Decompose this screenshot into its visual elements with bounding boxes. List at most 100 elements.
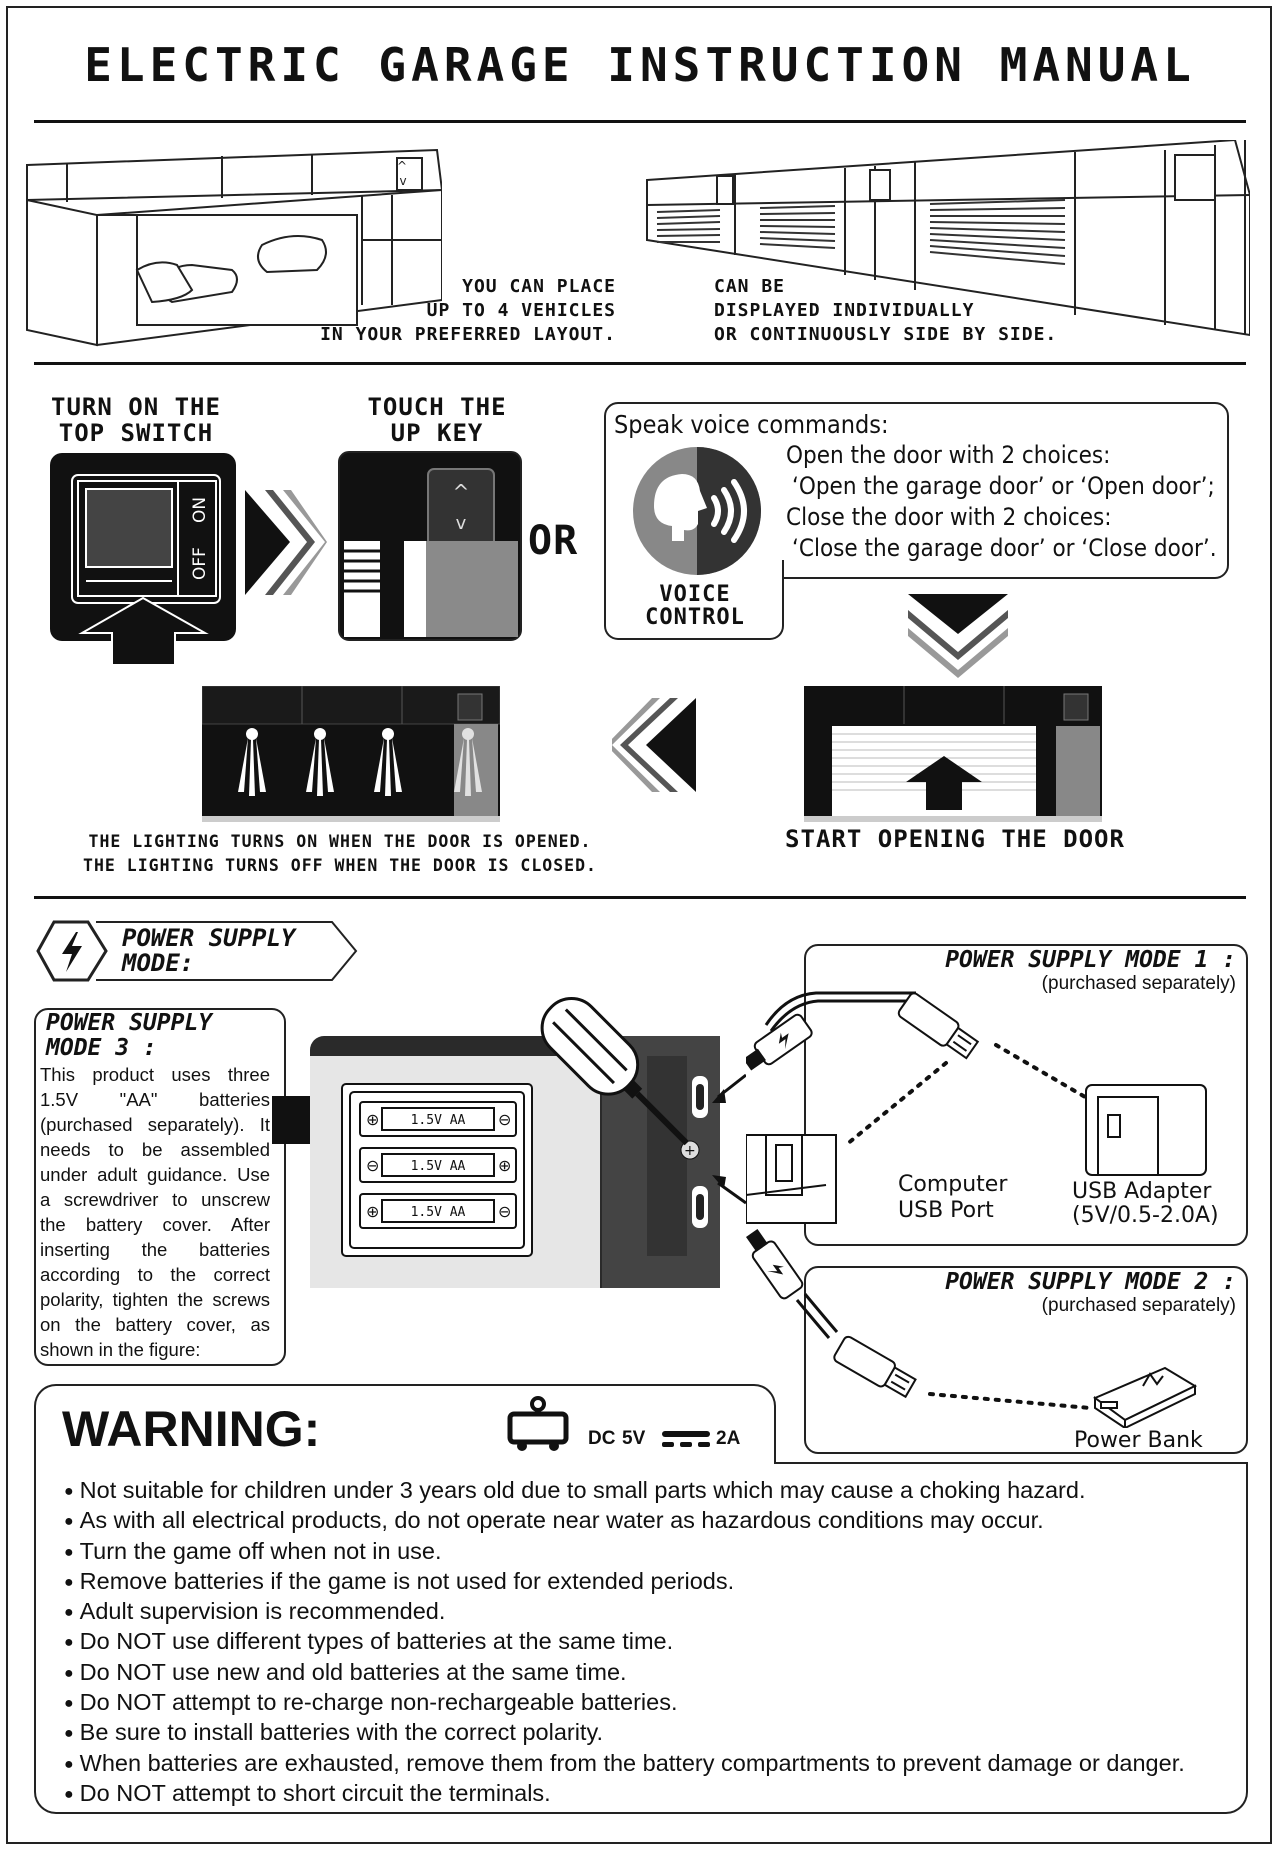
power-supply-header-badge [36,920,358,982]
power-supply-header: POWER SUPPLY MODE: [122,926,295,976]
up-arrow-icon [906,756,982,810]
divider-steps [34,362,1246,365]
mode3-box [34,1008,286,1366]
header-line: POWER SUPPLY [122,924,296,952]
page-title: ELECTRIC GARAGE INSTRUCTION MANUAL [84,38,1196,92]
mode3-instructions: This product uses three 1.5V "AA" batter… [40,1064,270,1360]
dc-power-icon [507,1396,569,1451]
intro-left-caption: YOU CAN PLACE UP TO 4 VEHICLES IN YOUR P… [240,275,616,347]
warning-title: WARNING: [62,1401,321,1457]
svg-text:⊕: ⊕ [366,1110,379,1129]
voice-line: Close the door with 2 choices: [786,503,1112,531]
warning-item: As with all electrical products, do not … [64,1505,1244,1535]
mode1-subtitle: (purchased separately) [1041,973,1236,994]
voice-line: ‘Open the garage door’ or ‘Open door’; [792,472,1215,500]
title-line: UP KEY [390,419,484,447]
warning-item: Turn the game off when not in use. [64,1536,1244,1566]
svg-text:v: v [456,513,467,534]
badge-line: VOICE [659,582,731,607]
svg-text:⊖: ⊖ [498,1202,511,1221]
svg-text:⊕: ⊕ [366,1202,379,1221]
svg-text:+: + [684,1143,696,1159]
warning-box-top-edge [774,1462,1248,1464]
single-garage-illustration: ^ v [26,148,442,347]
svg-text:⊕: ⊕ [498,1156,511,1175]
lightning-icon [767,1264,784,1275]
caption-line: UP TO 4 VEHICLES [426,300,616,321]
intro-right-caption: CAN BE DISPLAYED INDIVIDUALLY OR CONTINU… [714,275,1234,347]
divider-top [34,120,1246,123]
mode3-title: POWER SUPPLY MODE 3 : [46,1011,212,1061]
label-line: Computer [898,1172,1008,1197]
title-line: TURN ON THE [51,393,221,421]
title-line: TOP SWITCH [58,419,214,447]
divider-power [34,896,1246,899]
mode1-illustration [746,991,1207,1224]
dc-symbol-icon [662,1431,710,1447]
top-switch-illustration: OFF ON [50,453,236,665]
connection-arrows [712,1073,746,1205]
warning-item: Do NOT use new and old batteries at the … [64,1657,1244,1687]
svg-text:⊖: ⊖ [498,1110,511,1129]
lighting-caption: THE LIGHTING TURNS ON WHEN THE DOOR IS O… [40,830,640,878]
caption-line: THE LIGHTING TURNS ON WHEN THE DOOR IS O… [88,832,592,851]
mode2-illustration [745,1229,1198,1428]
title-line: MODE 3 : [46,1035,157,1061]
badge-line: CONTROL [645,605,745,630]
switch-step-title: TURN ON THE TOP SWITCH [34,394,238,446]
lightning-icon [62,932,82,972]
battery-compartment-illustration: 1.5V AA 1.5V AA 1.5V AA ⊕ ⊖ ⊖ ⊕ ⊕ ⊖ + [272,1036,720,1288]
switch-on-label: ON [190,497,210,523]
caption-line: CAN BE [714,276,786,297]
computer-usb-label: Computer USB Port [898,1172,1007,1224]
label-line: (5V/0.5-2.0A) [1072,1203,1219,1228]
label-line: USB Adapter [1072,1179,1212,1204]
svg-text:⊖: ⊖ [366,1156,379,1175]
mode1-title: POWER SUPPLY MODE 1 : [945,947,1236,973]
warning-item: Adult supervision is recommended. [64,1596,1244,1626]
caption-line: IN YOUR PREFERRED LAYOUT. [320,324,616,345]
svg-text:^: ^ [397,159,407,173]
lightning-icon [778,1032,789,1050]
chevron-left-icon [612,698,696,792]
battery-label: 1.5V AA [411,1159,466,1174]
amperage-label: 2A [716,1428,741,1449]
up-key-illustration: ^ v [338,451,522,641]
label-line: USB Port [898,1198,994,1223]
mode2-subtitle: (purchased separately) [1041,1295,1236,1316]
svg-text:v: v [399,174,406,188]
power-bank-label: Power Bank [1074,1428,1203,1453]
warning-item: Do NOT use different types of batteries … [64,1626,1244,1656]
voice-control-badge: VOICE CONTROL [612,583,778,629]
header-line: MODE: [122,949,195,977]
dc-label: DC [588,1428,616,1449]
caption-line: DISPLAYED INDIVIDUALLY [714,300,975,321]
battery-label: 1.5V AA [411,1113,466,1128]
door-opening-illustration [804,686,1102,822]
up-key-step-title: TOUCH THE UP KEY [332,394,542,446]
voice-line: Open the door with 2 choices: [786,441,1111,469]
warning-header-box [34,1384,776,1464]
usb-adapter-label: USB Adapter (5V/0.5-2.0A) [1072,1180,1219,1228]
voice-control-icon [633,447,761,575]
warning-item: Remove batteries if the game is not used… [64,1566,1244,1596]
warning-item: When batteries are exhausted, remove the… [64,1748,1244,1778]
page-border [6,6,1272,1844]
mode2-title: POWER SUPPLY MODE 2 : [945,1269,1236,1295]
up-arrow-icon [78,596,209,665]
voice-line: ‘Close the garage door’ or ‘Close door’. [792,534,1217,562]
warning-item: Do NOT attempt to short circuit the term… [64,1778,1244,1808]
voice-command-list: Open the door with 2 choices: ‘Open the … [786,440,1226,564]
multi-garage-illustration [646,140,1250,337]
voltage-label: 5V [622,1428,646,1449]
switch-off-label: OFF [190,547,210,580]
opening-caption: START OPENING THE DOOR [785,825,1125,853]
warning-item: Not suitable for children under 3 years … [64,1475,1244,1505]
battery-label: 1.5V AA [411,1205,466,1220]
warning-list: Not suitable for children under 3 years … [64,1475,1244,1808]
chevron-down-icon [908,594,1008,678]
screwdriver-icon [540,997,689,1146]
caption-line: OR CONTINUOUSLY SIDE BY SIDE. [714,324,1058,345]
title-line: POWER SUPPLY [46,1010,213,1036]
voice-heading: Speak voice commands: [614,410,889,439]
